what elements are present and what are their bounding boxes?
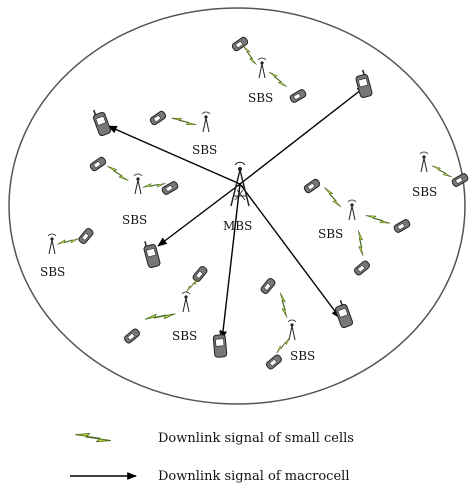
small-cell: SBS — [260, 278, 315, 370]
lightning-bolt-icon — [320, 186, 345, 208]
sbs-label: SBS — [318, 227, 343, 241]
flip-phone-icon — [124, 328, 140, 344]
arrow-to-left-phone — [157, 183, 241, 247]
legend-macrocell: Downlink signal of macrocell — [70, 469, 349, 483]
antenna-icon — [347, 199, 357, 221]
sbs-label: SBS — [412, 185, 437, 199]
antenna-icon — [419, 151, 429, 173]
small-cell: SBS — [412, 151, 469, 199]
antenna-icon — [133, 173, 143, 195]
lightning-bolt-icon — [430, 164, 454, 179]
small-cell: SBS — [303, 178, 411, 276]
legend-small-cell-text: Downlink signal of small cells — [158, 431, 354, 446]
sbs-label: SBS — [122, 213, 147, 227]
macrocell-boundary — [8, 7, 466, 405]
flip-phone-icon — [78, 228, 94, 244]
sbs-label: SBS — [40, 265, 65, 279]
small-cell: SBS — [149, 110, 217, 157]
lightning-bolt-icon — [74, 432, 112, 443]
flip-phone-icon — [192, 266, 208, 282]
antenna-icon — [181, 291, 191, 313]
mobile-phone-icon — [143, 241, 161, 269]
antenna-tower-icon — [230, 161, 250, 207]
flip-phone-icon — [354, 260, 370, 276]
flip-phone-icon — [266, 354, 282, 370]
antenna-icon — [257, 57, 267, 79]
lightning-bolt-icon — [170, 117, 198, 126]
arrow-to-top-right-phone — [239, 85, 367, 185]
sbs-label: SBS — [290, 349, 315, 363]
small-cell: SBS — [40, 228, 94, 279]
flip-phone-icon — [451, 173, 469, 187]
small-cell: SBS — [124, 266, 208, 344]
lightning-bolt-icon — [104, 165, 131, 182]
legend-small-cell: Downlink signal of small cells — [74, 431, 354, 446]
antenna-icon — [47, 233, 57, 255]
mobile-phone-icon — [212, 329, 228, 358]
flip-phone-icon — [231, 36, 249, 52]
sbs-label: SBS — [192, 143, 217, 157]
legend: Downlink signal of small cells Downlink … — [70, 431, 354, 483]
flip-phone-icon — [303, 178, 321, 194]
small-cell: SBS — [89, 156, 179, 227]
lightning-bolt-icon — [353, 230, 368, 257]
macrocell-arrows — [107, 85, 367, 341]
antenna-icon — [201, 111, 211, 133]
mobile-phone-icon — [92, 109, 112, 137]
flip-phone-icon — [393, 219, 411, 233]
flip-phone-icon — [260, 278, 276, 294]
arrow-to-bottom-right-phone — [239, 183, 341, 319]
lightning-bolt-icon — [266, 71, 290, 88]
sbs-label: SBS — [172, 329, 197, 343]
lightning-bolt-icon — [275, 292, 292, 319]
mobile-phone-icon — [334, 300, 354, 329]
sbs-label: SBS — [248, 91, 273, 105]
mbs-label: MBS — [223, 219, 252, 233]
lightning-bolt-icon — [144, 307, 176, 326]
arrow-to-top-left-phone — [107, 125, 241, 185]
antenna-icon — [287, 319, 297, 341]
lightning-bolt-icon — [56, 233, 80, 249]
flip-phone-icon — [289, 89, 307, 103]
small-cell: SBS — [231, 36, 307, 105]
flip-phone-icon — [149, 110, 167, 126]
flip-phone-icon — [89, 156, 107, 172]
lightning-bolt-icon — [239, 45, 260, 66]
legend-macro-text: Downlink signal of macrocell — [158, 469, 349, 483]
mobile-phone-icon — [355, 69, 373, 99]
arrow-to-bottom-phone — [219, 183, 241, 341]
lightning-bolt-icon — [275, 334, 291, 356]
lightning-bolt-icon — [364, 214, 392, 225]
flip-phone-icon — [161, 181, 179, 195]
